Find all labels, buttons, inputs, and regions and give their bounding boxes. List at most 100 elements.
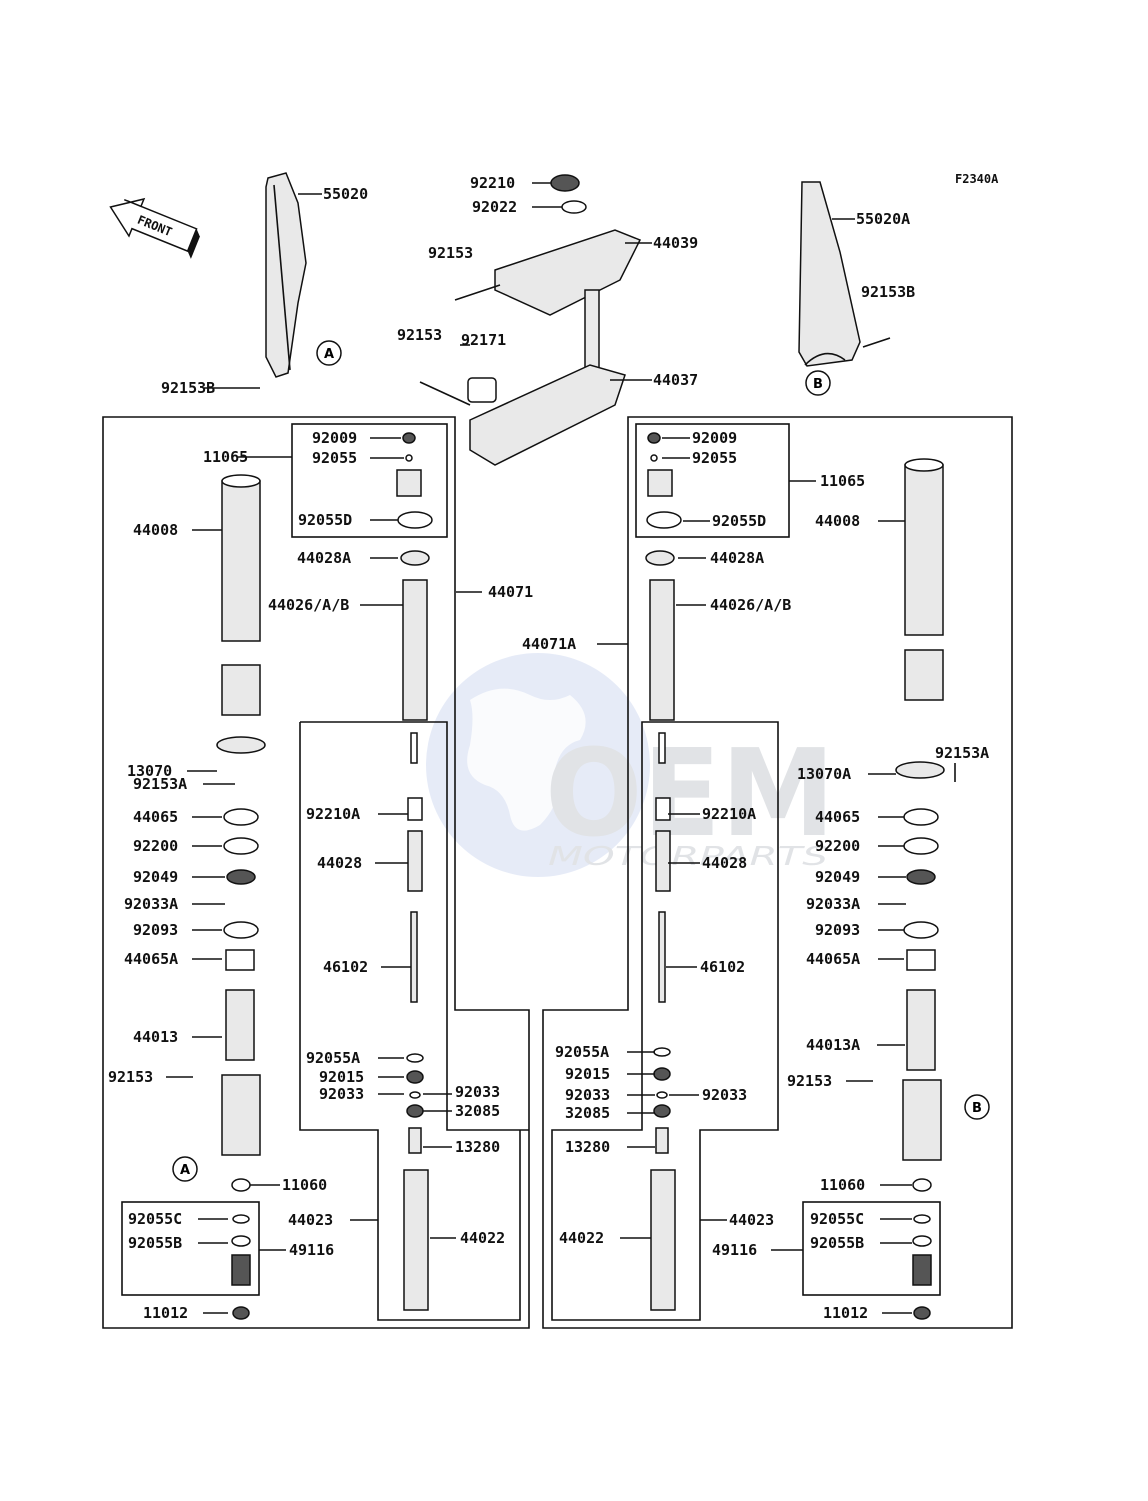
label-92015-right: 92015 [565, 1065, 610, 1083]
svg-text:B: B [813, 377, 823, 392]
label-44023-right: 44023 [729, 1211, 774, 1229]
left-valve-box [121, 1201, 260, 1296]
label-92210: 92210 [470, 174, 515, 192]
label-44026-right: 44026/A/B [710, 596, 791, 614]
label-92009-left: 92009 [312, 429, 357, 447]
label-92033-right-a: 92033 [565, 1086, 610, 1104]
svg-text:A: A [324, 347, 334, 362]
label-92055A-right: 92055A [555, 1043, 609, 1061]
label-92210A-left: 92210A [306, 805, 360, 823]
leader-lines [166, 182, 956, 1314]
label-92055D-right: 92055D [712, 512, 766, 530]
label-46102-left: 46102 [323, 958, 368, 976]
label-32085-left: 32085 [455, 1102, 500, 1120]
right-valve-box [802, 1201, 941, 1296]
label-92033-right-b: 92033 [702, 1086, 747, 1104]
label-13070: 13070 [127, 762, 172, 780]
label-11012-left: 11012 [143, 1304, 188, 1322]
label-11065-left: 11065 [203, 448, 248, 466]
label-92055C-left: 92055C [128, 1210, 182, 1228]
diagram-code: F2340A [955, 172, 999, 186]
label-92210A-right: 92210A [702, 805, 756, 823]
label-92153-right: 92153 [787, 1072, 832, 1090]
label-44071: 44071 [488, 583, 533, 601]
label-13280-right: 13280 [565, 1138, 610, 1156]
right-fork-box [542, 416, 1013, 1329]
label-92033-left-b: 92033 [455, 1083, 500, 1101]
label-11060-left: 11060 [282, 1176, 327, 1194]
label-92049-right: 92049 [815, 868, 860, 886]
part-labels: 55020 55020A 92153B 92153B 92210 92022 9… [108, 174, 989, 1322]
label-44065-left: 44065 [133, 808, 178, 826]
label-92022: 92022 [472, 198, 517, 216]
ref-b-top: B [805, 370, 831, 396]
label-92033A-right: 92033A [806, 895, 860, 913]
label-44039: 44039 [653, 234, 698, 252]
label-92093-left: 92093 [133, 921, 178, 939]
label-11060-right: 11060 [820, 1176, 865, 1194]
label-92093-right: 92093 [815, 921, 860, 939]
label-11065-right: 11065 [820, 472, 865, 490]
ref-a-top: A [316, 340, 342, 366]
label-13280-left: 13280 [455, 1138, 500, 1156]
label-46102-right: 46102 [700, 958, 745, 976]
label-92015-left: 92015 [319, 1068, 364, 1086]
label-44013: 44013 [133, 1028, 178, 1046]
steering-stem-assembly [419, 174, 642, 466]
watermark-sub: MOTORPARTS [548, 842, 828, 872]
front-arrow-icon: FRONT [109, 197, 200, 259]
label-92055B-right: 92055B [810, 1234, 864, 1252]
label-92055-left: 92055 [312, 449, 357, 467]
label-92153-mid: 92153 [397, 326, 442, 344]
label-49116-left: 49116 [289, 1241, 334, 1259]
ref-b-bottom: B [964, 1094, 990, 1120]
label-32085-right: 32085 [565, 1104, 610, 1122]
label-92055-right: 92055 [692, 449, 737, 467]
left-cartridge-box-lower [299, 722, 521, 1321]
ref-a-bottom: A [172, 1156, 198, 1182]
label-44037: 44037 [653, 371, 698, 389]
label-92055C-right: 92055C [810, 1210, 864, 1228]
label-44023-left: 44023 [288, 1211, 333, 1229]
label-44022-left: 44022 [460, 1229, 505, 1247]
label-11012-right: 11012 [823, 1304, 868, 1322]
fork-guard-left [265, 172, 307, 378]
label-92153-left: 92153 [108, 1068, 153, 1086]
label-44028A-left: 44028A [297, 549, 351, 567]
label-44065A-left: 44065A [124, 950, 178, 968]
label-92153-top: 92153 [428, 244, 473, 262]
label-55020A: 55020A [856, 210, 910, 228]
label-92153B-left: 92153B [161, 379, 215, 397]
left-fork-box [102, 416, 530, 1329]
label-49116-right: 49116 [712, 1241, 757, 1259]
label-13070A: 13070A [797, 765, 851, 783]
label-44028A-right: 44028A [710, 549, 764, 567]
label-92200-left: 92200 [133, 837, 178, 855]
label-44026-left: 44026/A/B [268, 596, 349, 614]
left-fork-parts [216, 432, 433, 1320]
oem-motorparts-watermark: OEM MOTORPARTS [426, 653, 835, 877]
label-55020: 55020 [323, 185, 368, 203]
label-92153A-left: 92153A [133, 775, 187, 793]
label-92200-right: 92200 [815, 837, 860, 855]
right-fork-parts [645, 432, 945, 1320]
label-92033-left-a: 92033 [319, 1085, 364, 1103]
label-44065-right: 44065 [815, 808, 860, 826]
label-44028-left: 44028 [317, 854, 362, 872]
svg-text:B: B [972, 1101, 982, 1116]
label-44008-right: 44008 [815, 512, 860, 530]
label-44065A-right: 44065A [806, 950, 860, 968]
watermark-brand: OEM [545, 725, 835, 864]
label-92049-left: 92049 [133, 868, 178, 886]
fork-guard-right [798, 181, 861, 367]
label-92009-right: 92009 [692, 429, 737, 447]
label-92153B-right: 92153B [861, 283, 915, 301]
label-92055D-left: 92055D [298, 511, 352, 529]
svg-text:A: A [180, 1163, 190, 1178]
left-cap-box [291, 423, 448, 538]
label-92033A-left: 92033A [124, 895, 178, 913]
label-44008-left: 44008 [133, 521, 178, 539]
label-44071A: 44071A [522, 635, 576, 653]
right-cartridge-box [551, 721, 779, 1321]
